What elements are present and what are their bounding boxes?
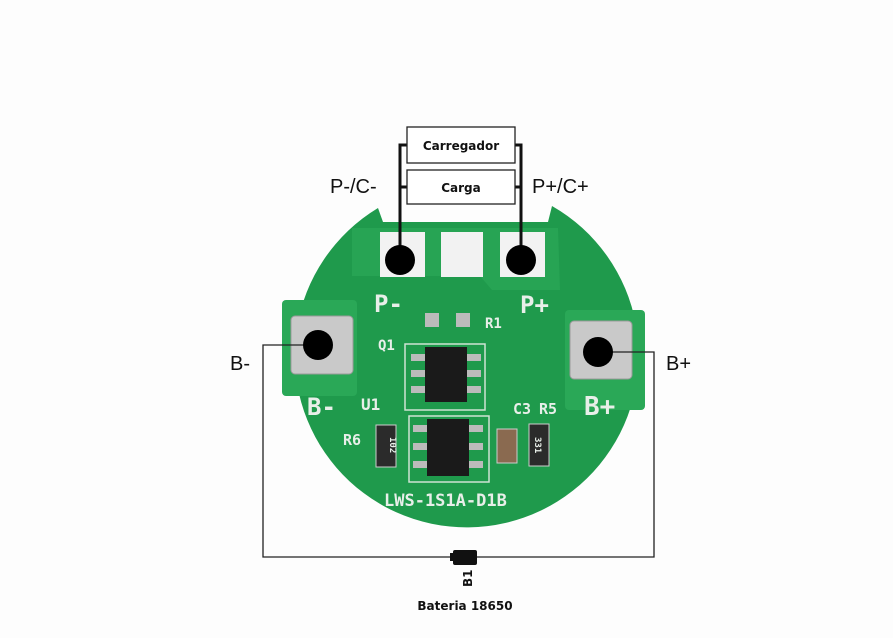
capacitor-c3 xyxy=(496,428,518,464)
terminal-dot-b-plus xyxy=(583,337,613,367)
pad-middle xyxy=(441,232,483,277)
load-label: Carga xyxy=(441,181,481,195)
label-p-minus-c-minus: P-/C- xyxy=(330,176,377,198)
r5-code: 331 xyxy=(532,437,542,453)
chip-q1 xyxy=(404,343,486,411)
label-p-plus-c-plus: P+/C+ xyxy=(532,176,589,198)
load-box xyxy=(406,169,516,205)
battery-icon xyxy=(450,550,477,565)
r6-code: 102 xyxy=(387,437,397,453)
resistor-r6 xyxy=(375,424,397,468)
charger-box xyxy=(406,126,516,164)
label-b-plus: B+ xyxy=(666,353,691,375)
silk-r1: R1 xyxy=(485,316,502,332)
silk-u1: U1 xyxy=(361,395,380,414)
r1-pad xyxy=(456,313,470,327)
board-model: LWS-1S1A-D1B xyxy=(384,491,507,511)
charger-label: Carregador xyxy=(423,139,499,153)
battery-caption: Bateria 18650 xyxy=(417,599,512,613)
silk-c3: C3 xyxy=(513,400,531,418)
label-b-minus: B- xyxy=(230,353,250,375)
silk-q1: Q1 xyxy=(378,338,395,354)
battery-ref: B1 xyxy=(461,570,475,588)
terminal-dot-p-plus xyxy=(506,245,536,275)
terminal-dot-b-minus xyxy=(303,330,333,360)
silk-b-minus: B- xyxy=(307,393,336,421)
wires xyxy=(262,143,655,558)
silk-r5: R5 xyxy=(539,400,557,418)
resistor-r5 xyxy=(528,423,550,467)
terminal-dot-p-minus xyxy=(385,245,415,275)
silk-r6: R6 xyxy=(343,431,361,449)
silk-b-plus: B+ xyxy=(584,392,615,422)
silk-p-minus: P- xyxy=(374,290,403,318)
r1-pad xyxy=(425,313,439,327)
chip-u1 xyxy=(408,415,490,483)
silk-p-plus: P+ xyxy=(520,291,549,319)
